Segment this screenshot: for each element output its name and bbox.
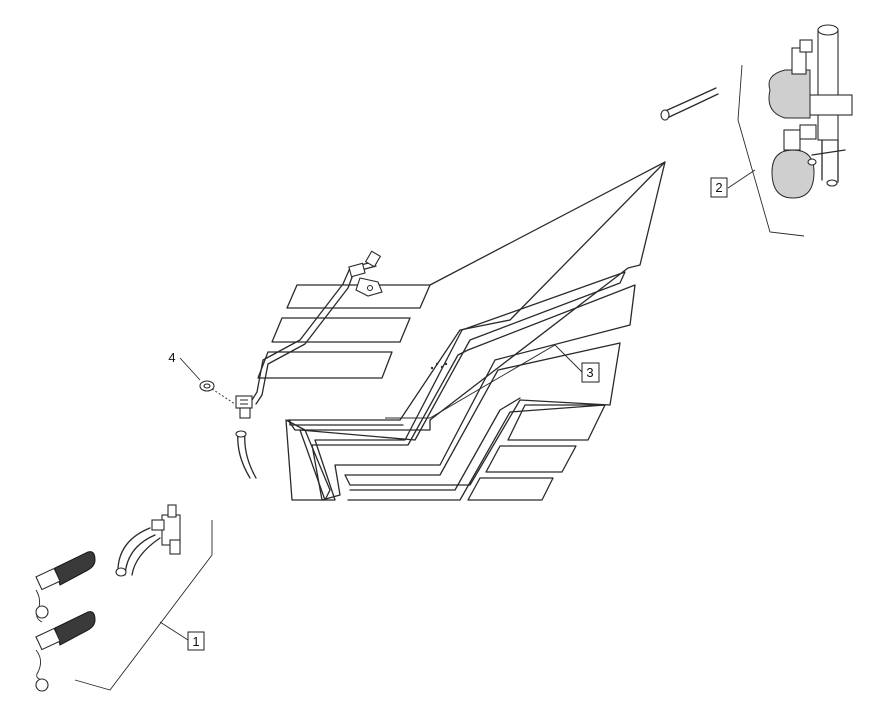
callout-1: 1	[187, 631, 205, 651]
pump-motor	[768, 69, 811, 119]
hydraulic-pipe-assembly	[235, 250, 383, 479]
panel-fastener-dots	[430, 362, 448, 370]
coupler-upper	[35, 551, 96, 623]
callout-4-label: 4	[168, 350, 175, 365]
panel-slats-right	[467, 404, 606, 501]
callout-3-label: 3	[586, 365, 593, 380]
coupler-lower	[35, 611, 96, 692]
washer-part	[199, 380, 236, 405]
panel-slats-left	[257, 284, 431, 379]
callout-4: 4	[168, 350, 175, 365]
pipe-fitting-top	[364, 250, 382, 268]
accumulator-sphere	[771, 149, 815, 199]
callout-2-label: 2	[715, 180, 722, 195]
leader-lines	[74, 64, 805, 691]
callout-3: 3	[581, 362, 600, 383]
callout-2: 2	[710, 177, 728, 198]
elbow-fitting	[235, 395, 253, 419]
quick-coupler-assembly	[35, 504, 181, 692]
accumulator-assembly	[660, 24, 853, 199]
callout-1-label: 1	[192, 634, 199, 649]
side-panel-outline	[285, 161, 666, 501]
pipe-clamp	[348, 262, 366, 278]
